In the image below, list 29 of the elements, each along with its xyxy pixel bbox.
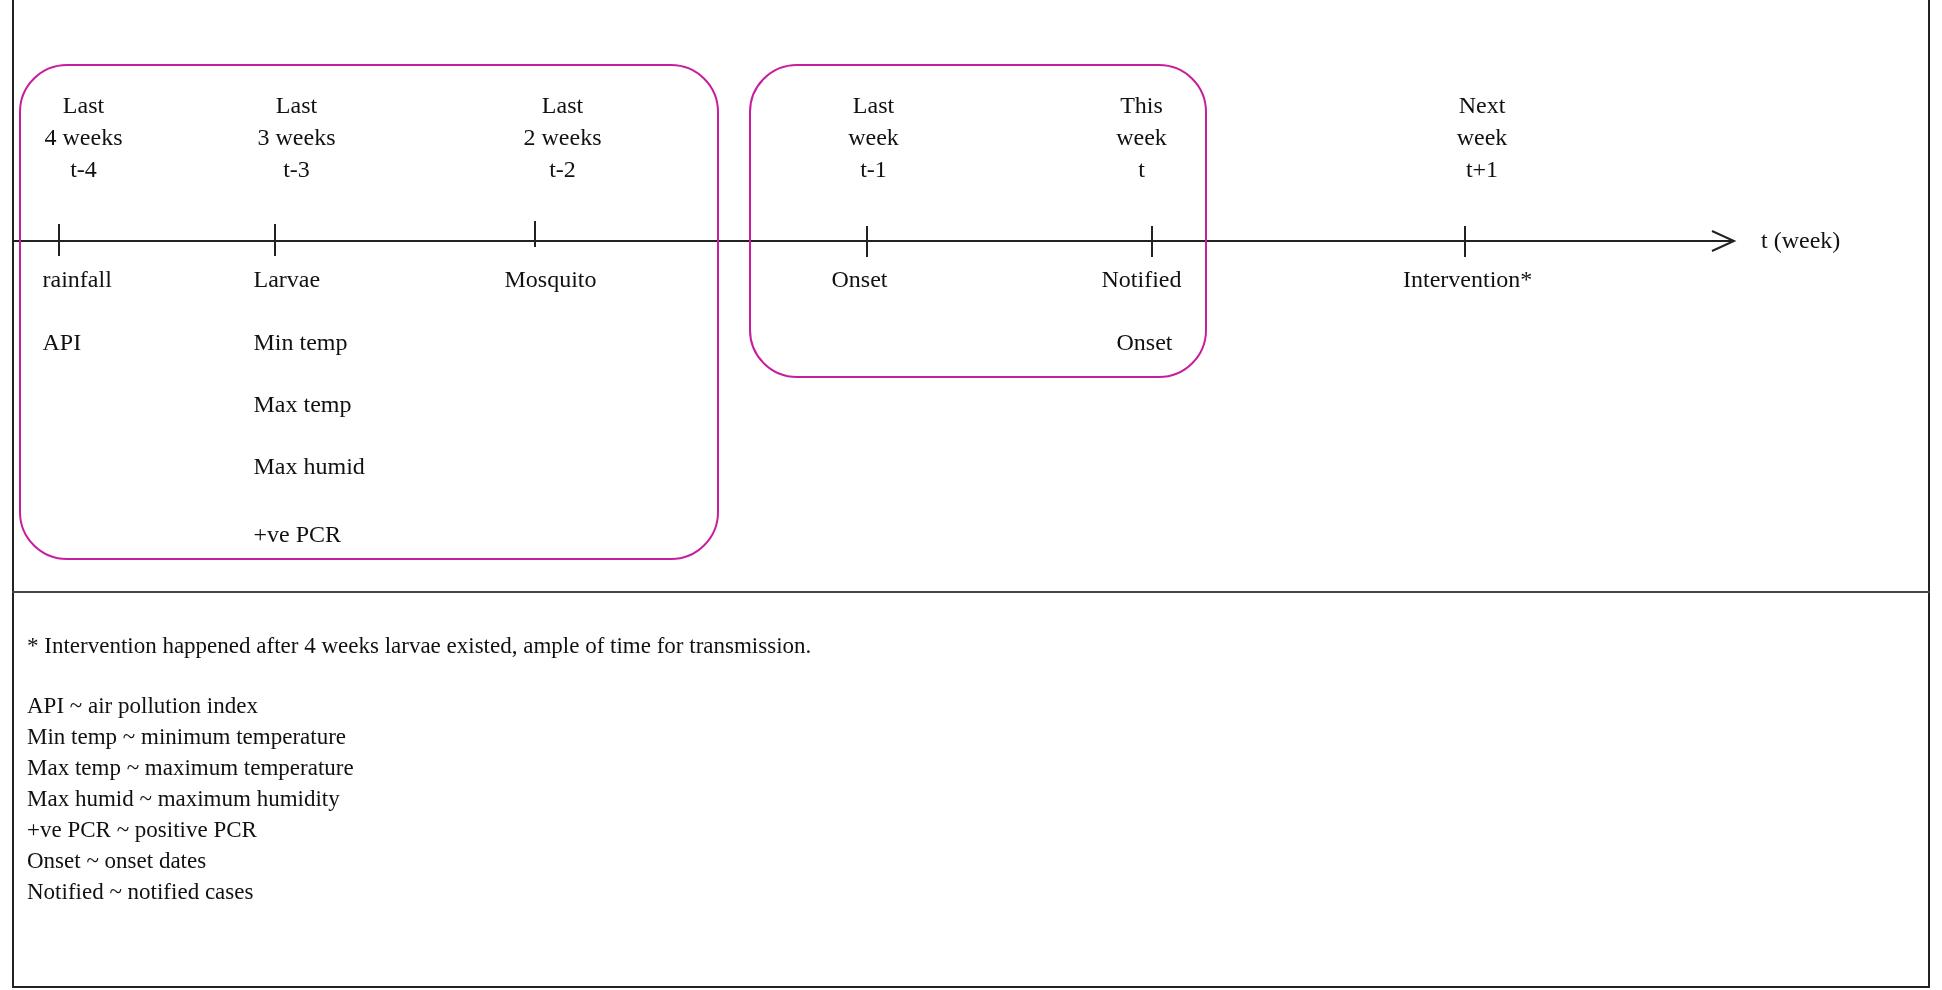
footnote: * Intervention happened after 4 weeks larvae existed, ample of time for transmission. (27, 632, 812, 660)
abbreviation-note: Max humid ~ maximum humidity (27, 785, 340, 813)
period-label: Next week t+1 (1455, 91, 1509, 184)
variable-label: Larvae (253, 264, 321, 293)
abbreviation-note: Min temp ~ minimum temperature (27, 723, 347, 751)
variable-label: Min temp (253, 327, 348, 356)
variable-label: Max temp (253, 389, 352, 418)
abbreviation-note: Max temp ~ maximum temperature (27, 754, 354, 782)
variable-label: Intervention* (1403, 265, 1533, 293)
axis-label: t (week) (1761, 226, 1841, 254)
period-label: This week t (1115, 90, 1168, 184)
variable-label: +ve PCR (253, 519, 342, 548)
period-label: Last 4 weeks t-4 (43, 90, 124, 184)
abbreviation-note: +ve PCR ~ positive PCR (27, 816, 257, 844)
rounded-group-box (19, 64, 719, 560)
abbreviation-note: Onset ~ onset dates (27, 847, 207, 875)
variable-label: Onset (831, 264, 888, 293)
variable-label: Max humid (253, 451, 365, 480)
variable-label: Notified (1101, 264, 1182, 293)
abbreviation-note: API ~ air pollution index (27, 692, 258, 720)
variable-label: API (42, 327, 82, 356)
period-label: Last week t-1 (847, 90, 900, 184)
variable-label: Mosquito (504, 264, 597, 293)
abbreviation-note: Notified ~ notified cases (27, 878, 254, 906)
period-label: Last 3 weeks t-3 (256, 90, 337, 184)
variable-label: rainfall (42, 264, 112, 293)
rounded-group-box (749, 64, 1207, 378)
variable-label: Onset (1116, 327, 1173, 356)
period-label: Last 2 weeks t-2 (522, 90, 603, 184)
